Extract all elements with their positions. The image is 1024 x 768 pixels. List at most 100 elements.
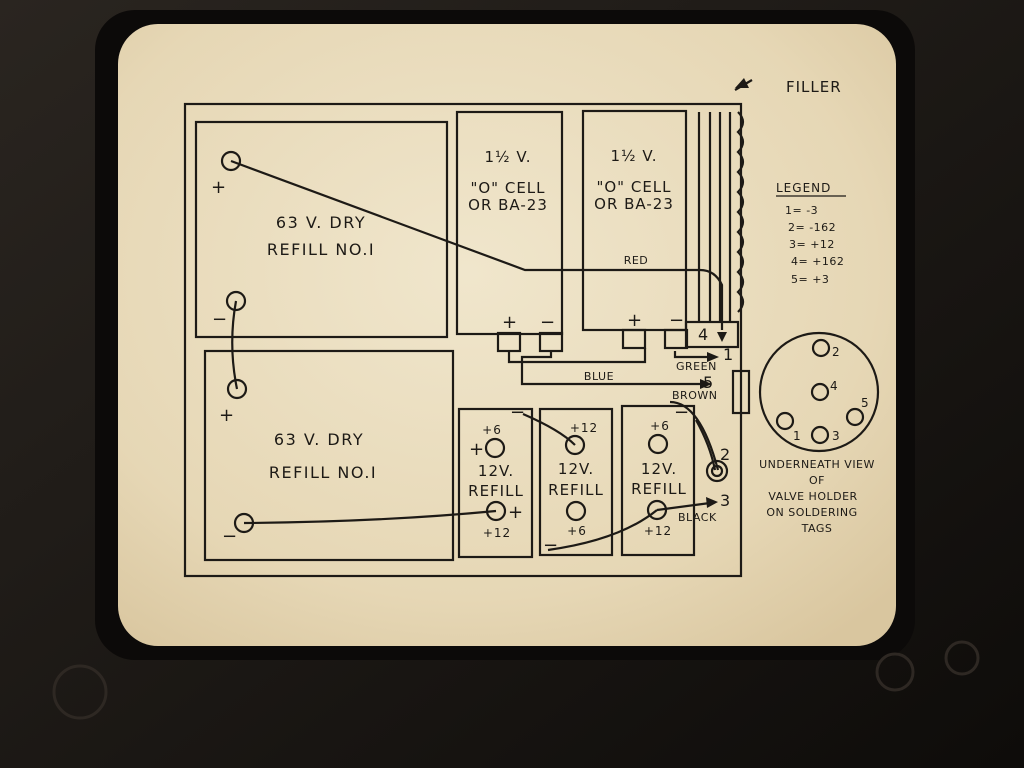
legend-item-2: 2= -162 <box>788 221 836 234</box>
wire-red <box>230 159 724 330</box>
wire-refill1-refill2 <box>522 412 576 446</box>
terminal-3-number: 3 <box>720 491 732 510</box>
dry2-minus-sign: − <box>222 526 237 547</box>
refill2-top-terminal <box>564 434 586 456</box>
refill1-bottom-terminal <box>485 500 507 522</box>
terminal-1-number: 1 <box>723 345 735 364</box>
cell-2-line1: 1½ V. <box>611 147 658 165</box>
refill1-plus-sign-2: + <box>508 502 523 523</box>
legend-item-3: 3= +12 <box>789 238 835 251</box>
frame-hole-far-right <box>944 640 980 676</box>
terminal-2-number: 2 <box>720 445 732 464</box>
legend-item-4: 4= +162 <box>791 255 844 268</box>
arrow-blue <box>700 379 712 389</box>
valve-pin-2-number: 2 <box>832 345 841 359</box>
wire-red-label: RED <box>624 254 649 267</box>
frame-hole-left <box>52 664 108 720</box>
refill-2-bottom: +6 <box>567 524 587 538</box>
refill-3-line1: 12V. <box>641 460 677 478</box>
valve-holder-outline <box>758 331 880 453</box>
cell-2-tab-plus <box>621 328 647 350</box>
refill-2-top: +12 <box>570 421 598 435</box>
refill2-minus-sign: − <box>543 535 558 556</box>
dry1-plus-terminal <box>220 150 242 172</box>
wire-blue <box>520 351 700 386</box>
refill-1-line1: 12V. <box>478 462 514 480</box>
refill3-top-terminal <box>647 433 669 455</box>
legend-heading: LEGEND <box>776 181 831 195</box>
valve-caption-line1: UNDERNEATH VIEW <box>759 458 875 471</box>
refill1-minus-sign: − <box>510 402 525 423</box>
refill1-plus-sign: + <box>469 439 484 460</box>
dry-battery-2-line1: 63 V. DRY <box>274 430 364 449</box>
valve-pin-5 <box>845 407 865 427</box>
cell-2-line2: "O" CELL <box>596 178 671 196</box>
refill-2-box <box>538 407 614 557</box>
dry-battery-1-line1: 63 V. DRY <box>276 213 366 232</box>
valve-pin-4 <box>810 382 830 402</box>
valve-caption-line3: VALVE HOLDER <box>768 490 857 503</box>
refill3-bottom-terminal <box>646 499 668 521</box>
wire-cells-link <box>507 348 647 364</box>
valve-pin-3-number: 3 <box>832 429 841 443</box>
refill2-bottom-terminal <box>565 500 587 522</box>
refill1-top-terminal <box>484 437 506 459</box>
arrow-filler <box>735 78 749 88</box>
refill-2-line2: REFILL <box>548 481 604 499</box>
dry1-minus-terminal <box>225 290 247 312</box>
cell-1-line3: OR BA-23 <box>468 196 548 214</box>
legend-item-1: 1= -3 <box>785 204 818 217</box>
valve-caption-line2: OF <box>809 474 825 487</box>
cell-2-line3: OR BA-23 <box>594 195 674 213</box>
valve-pin-2 <box>811 338 831 358</box>
frame-hole-right <box>875 652 915 692</box>
wire-refill2-refill3 <box>547 509 658 552</box>
dry1-minus-sign: − <box>212 309 227 330</box>
dry1-plus-sign: + <box>211 177 226 198</box>
terminal-2-ring <box>705 459 729 483</box>
refill-3-box <box>620 404 696 557</box>
refill-1-bottom: +12 <box>483 526 511 540</box>
refill-1-top: +6 <box>482 423 502 437</box>
plug-block <box>731 369 751 415</box>
valve-pin-1 <box>775 411 795 431</box>
valve-holder-caption: UNDERNEATH VIEW OF VALVE HOLDER ON SOLDE… <box>759 458 875 535</box>
dry2-plus-terminal <box>226 378 248 400</box>
cell-1-line1: 1½ V. <box>485 148 532 166</box>
terminal-2-inner <box>710 464 724 478</box>
valve-caption-line5: TAGS <box>801 522 833 535</box>
terminal-4-block <box>684 320 740 349</box>
arrow-black <box>706 497 718 508</box>
refill-3-bottom: +12 <box>644 524 672 538</box>
cell1-minus-sign: − <box>540 312 555 333</box>
terminal-5-number: 5 <box>703 373 715 392</box>
wire-brown-label: BROWN <box>672 389 717 402</box>
valve-caption-line4: ON SOLDERING <box>766 506 857 519</box>
arrow-red <box>717 332 727 342</box>
cell1-plus-sign: + <box>502 312 517 333</box>
dry2-plus-sign: + <box>219 405 234 426</box>
refill-3-line2: REFILL <box>631 480 687 498</box>
diagram-lines <box>183 79 880 578</box>
valve-pin-3 <box>810 425 830 445</box>
terminal-4-number: 4 <box>698 325 710 344</box>
refill-1-box <box>457 407 534 559</box>
arrow-green <box>707 352 719 362</box>
dry-battery-2-line2: REFILL NO.I <box>269 463 377 482</box>
wire-blue-label: BLUE <box>584 370 614 383</box>
dry-battery-1-line2: REFILL NO.I <box>267 240 375 259</box>
valve-pin-1-number: 1 <box>793 429 802 443</box>
outer-box <box>183 102 743 578</box>
wire-green-label: GREEN <box>676 360 717 373</box>
refill-3-top: +6 <box>650 419 670 433</box>
cell2-minus-sign: − <box>669 310 684 331</box>
dry-battery-1-box <box>194 120 449 339</box>
dry-battery-2-box <box>203 349 455 562</box>
refill3-minus-sign: − <box>674 402 689 423</box>
valve-pin-4-number: 4 <box>830 379 839 393</box>
filler-label: FILLER <box>786 78 842 96</box>
wire-black-label: BLACK <box>678 511 717 524</box>
cell-1-line2: "O" CELL <box>470 179 545 197</box>
dry2-minus-terminal <box>233 512 255 534</box>
